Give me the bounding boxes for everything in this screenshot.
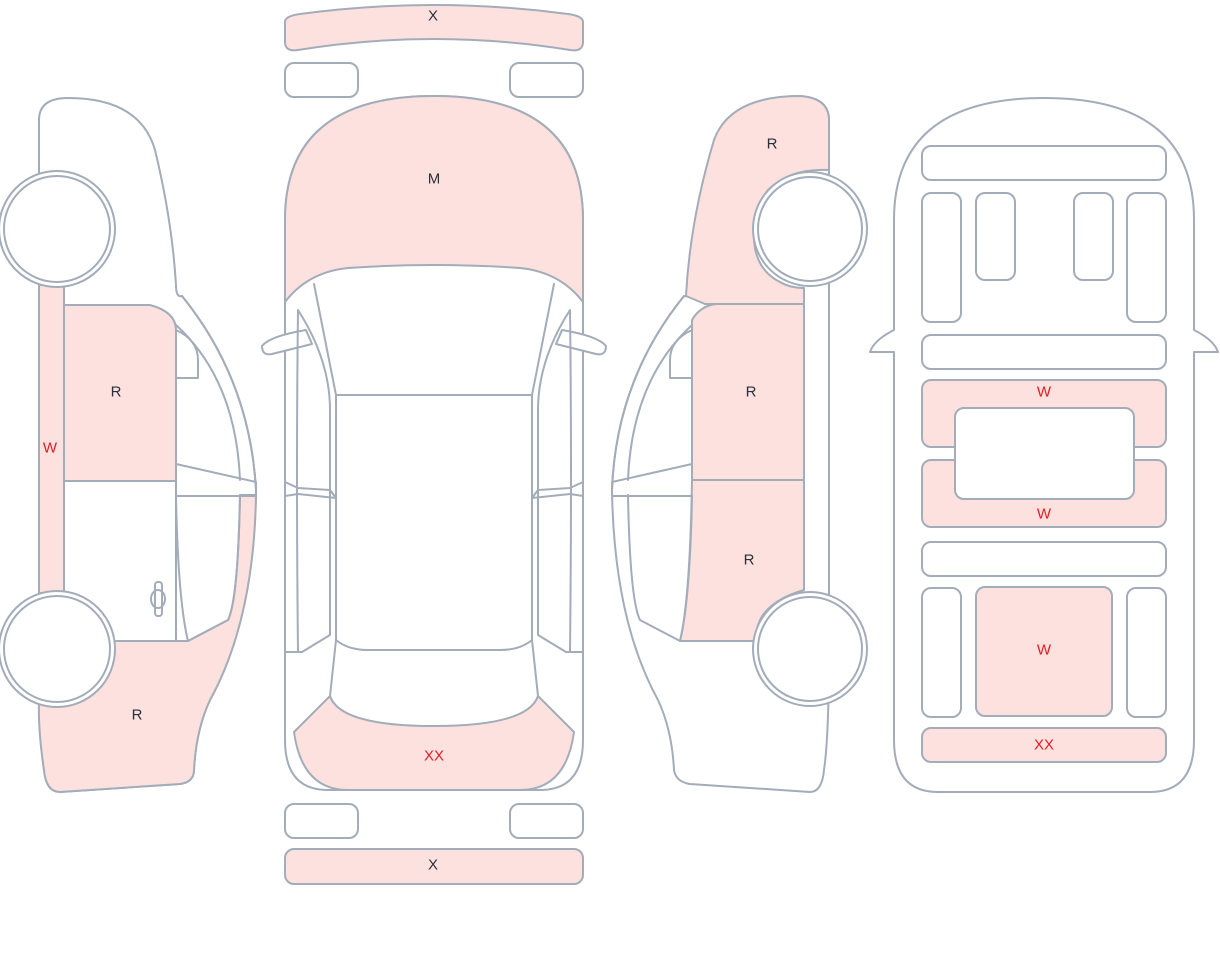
interior-rear-panel-label: XX: [1034, 737, 1054, 754]
left-front-door-panel[interactable]: [63, 304, 177, 482]
interior-trunk[interactable]: [975, 586, 1113, 717]
hood-panel[interactable]: [284, 95, 584, 303]
right-front-door-panel[interactable]: [691, 303, 805, 481]
rear-panel[interactable]: [293, 695, 575, 791]
right-front-wheel: [752, 171, 868, 287]
right-front-door-label: R: [746, 384, 757, 401]
interior-rear-panel[interactable]: [921, 727, 1167, 763]
interior-trunk-label: W: [1037, 642, 1052, 659]
right-rear-door-label: R: [744, 552, 755, 569]
interior-front-seat-row-label: W: [1037, 384, 1052, 401]
left-front-wheel: [0, 170, 116, 288]
roof: [335, 394, 533, 651]
hood-label: M: [428, 171, 441, 188]
left-side-view: R W R: [0, 97, 257, 793]
left-door-handle: [154, 581, 163, 617]
taillight-right: [509, 803, 584, 839]
right-rear-wheel: [752, 591, 868, 707]
interior-rear-seat-row-label: W: [1037, 506, 1052, 523]
left-rear-quarter-label: R: [132, 707, 143, 724]
headlight-right: [509, 62, 584, 98]
left-front-door-label: R: [111, 384, 122, 401]
interior-center-console: [954, 407, 1135, 500]
left-rear-wheel: [0, 590, 116, 708]
top-view: X M XX X: [261, 4, 607, 885]
front-bumper-label: X: [428, 8, 438, 25]
rear-bumper-label: X: [428, 857, 438, 874]
dashboard: [921, 145, 1167, 181]
front-bumper[interactable]: [284, 4, 584, 52]
left-sill-label: W: [43, 440, 58, 457]
rear-bumper[interactable]: [284, 848, 584, 885]
taillight-left: [284, 803, 359, 839]
interior-view: W W W XX: [869, 97, 1219, 793]
right-front-fender-label: R: [767, 136, 778, 153]
right-side-view: R R R: [611, 95, 868, 793]
headlight-left: [284, 62, 359, 98]
rear-panel-label: XX: [424, 748, 444, 765]
